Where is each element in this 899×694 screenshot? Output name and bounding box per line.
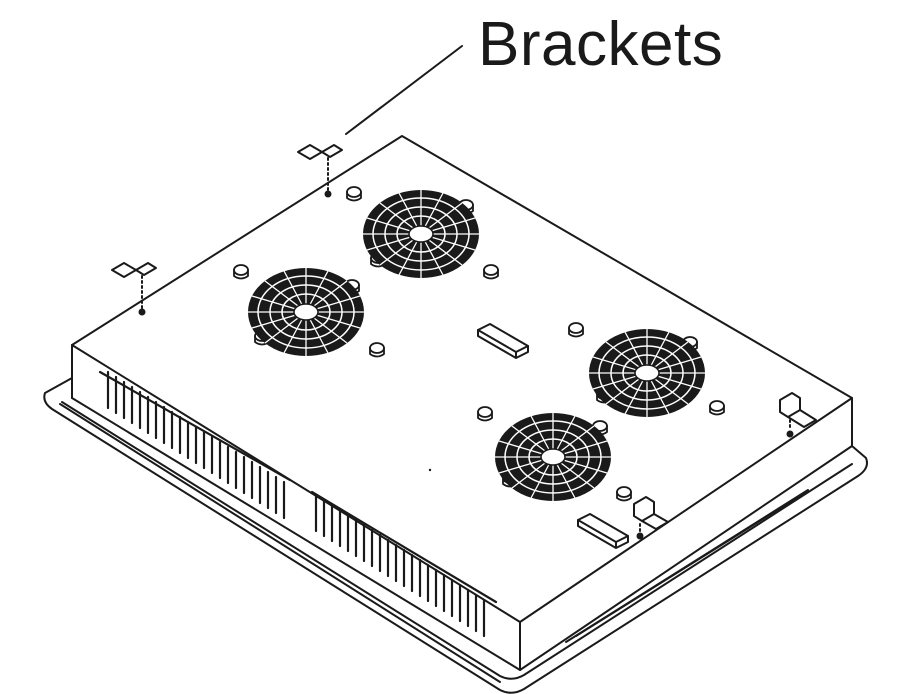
vent-slots-right xyxy=(310,490,498,638)
stud xyxy=(709,400,725,416)
bracket-front xyxy=(633,496,669,540)
callout-leader-line xyxy=(345,45,463,135)
fan-grille xyxy=(362,189,480,279)
housing-box xyxy=(71,135,853,671)
bracket-right xyxy=(779,392,817,438)
bracket-left xyxy=(111,262,157,316)
fan-grille xyxy=(247,267,365,357)
stud xyxy=(616,486,632,502)
stud xyxy=(233,264,249,280)
stud xyxy=(483,264,499,280)
glass-plate xyxy=(43,377,868,694)
stud xyxy=(568,322,584,338)
fan-grille xyxy=(494,412,612,502)
stud xyxy=(346,186,362,202)
stud xyxy=(477,406,493,422)
connector-top xyxy=(477,323,529,359)
stud xyxy=(369,342,385,358)
fan-grille xyxy=(588,328,706,418)
bracket-top xyxy=(297,144,343,198)
surface-mark xyxy=(428,468,432,472)
brackets-callout-label: Brackets xyxy=(478,10,724,79)
vent-slots-left xyxy=(98,370,292,520)
connector-bottom xyxy=(577,513,629,549)
